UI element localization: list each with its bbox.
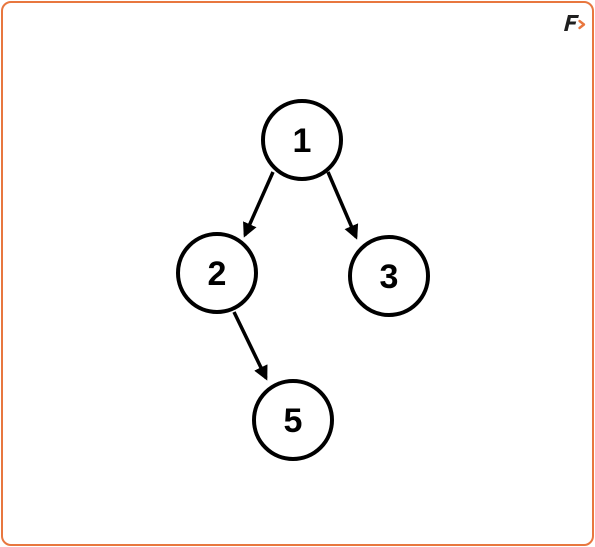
logo-letter-f	[564, 15, 579, 31]
tree-node-5: 5	[252, 379, 334, 461]
node-circle	[252, 379, 334, 461]
node-circle	[348, 235, 430, 317]
tree-node-1: 1	[261, 99, 343, 181]
edge-2-to-5	[232, 311, 268, 381]
tree-node-3: 3	[348, 235, 430, 317]
edge-1-to-3	[326, 171, 359, 240]
tree-node-2: 2	[176, 232, 258, 314]
node-label-1: 1	[293, 122, 312, 160]
edge-1-to-2	[243, 171, 275, 238]
node-label-2: 2	[208, 255, 227, 293]
node-circle	[176, 232, 258, 314]
node-label-5: 5	[284, 402, 303, 440]
logo-accent-arrow	[578, 19, 586, 30]
node-circle	[261, 99, 343, 181]
tree-edges	[232, 171, 359, 381]
node-label-3: 3	[380, 258, 399, 296]
brand-logo-icon	[564, 15, 586, 31]
